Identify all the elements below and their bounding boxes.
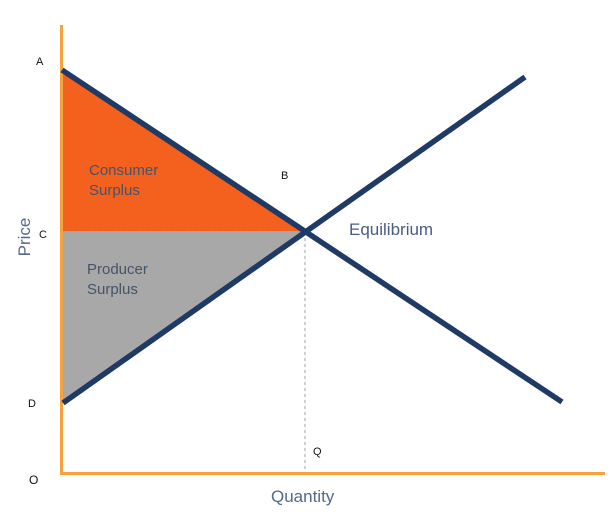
demand-curve [60,67,564,405]
quantity-axis-title: Quantity [271,487,335,506]
point-label-b: B [281,170,289,182]
point-label-a: A [36,56,44,68]
origin-label: O [29,473,39,487]
point-label-d: D [28,398,37,410]
point-label-c: C [39,229,48,241]
equilibrium-label: Equilibrium [349,220,434,239]
price-axis-title: Price [15,217,34,257]
consumer-surplus-label: Consumer Surplus [89,162,159,199]
supply-curve [61,74,527,406]
point-label-q: Q [313,446,322,458]
producer-surplus-label: Producer Surplus [87,261,148,298]
